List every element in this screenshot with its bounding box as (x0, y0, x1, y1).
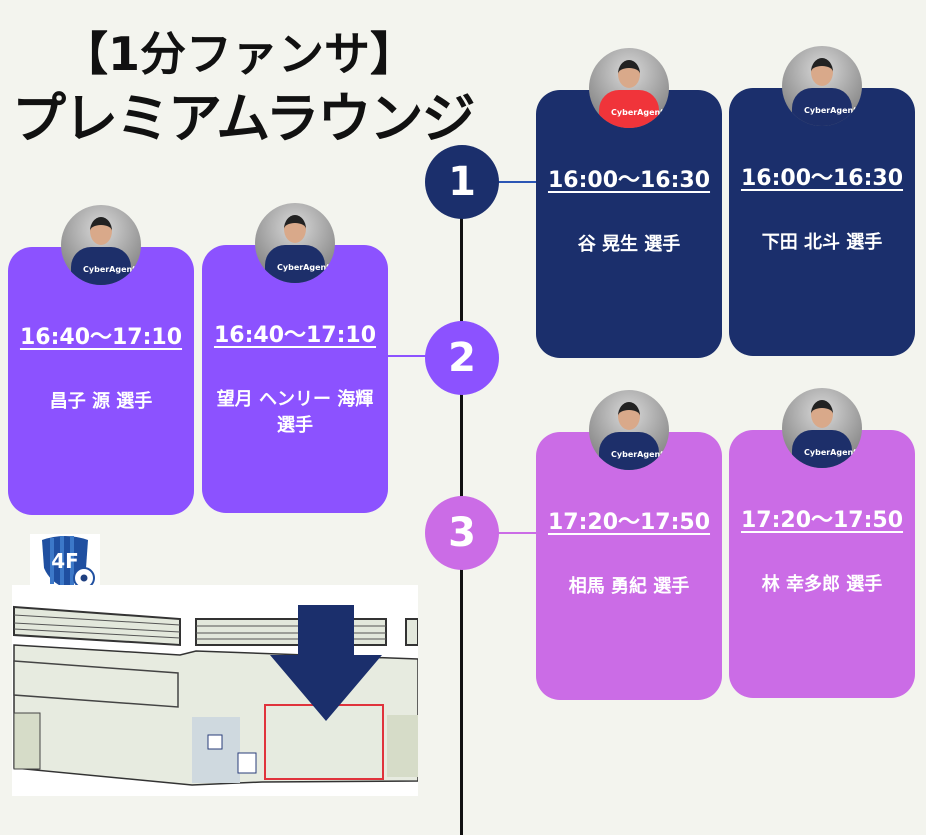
player-name: 谷 晃生 選手 (577, 234, 681, 255)
player-name: 昌子 源 選手 (49, 391, 153, 412)
player-name: 下田 北斗 選手 (761, 232, 883, 253)
slot-number-2: 2 (425, 321, 499, 395)
player-card: 17:20〜17:50 林 幸多郎 選手 (729, 430, 915, 698)
sponsor-logo: CyberAgent (804, 448, 858, 457)
player-name: 林 幸多郎 選手 (761, 574, 883, 595)
player-photo: CyberAgent (61, 205, 141, 285)
player-name: 相馬 勇紀 選手 (568, 576, 690, 597)
player-photo: CyberAgent (782, 46, 862, 126)
time-slot: 17:20〜17:50 (740, 508, 904, 533)
time-slot: 16:00〜16:30 (547, 168, 711, 193)
connector-3 (498, 532, 538, 534)
player-card: 16:40〜17:10 昌子 源 選手 (8, 247, 194, 515)
player-name: 望月 ヘンリー 海輝 選手 (216, 389, 374, 436)
sponsor-logo: CyberAgent (804, 106, 858, 115)
player-card: 16:40〜17:10 望月 ヘンリー 海輝 選手 (202, 245, 388, 513)
player-card: 17:20〜17:50 相馬 勇紀 選手 (536, 432, 722, 700)
player-card: 16:00〜16:30 谷 晃生 選手 (536, 90, 722, 358)
sponsor-logo: CyberAgent (611, 450, 665, 459)
player-photo: CyberAgent (589, 390, 669, 470)
player-photo: CyberAgent (589, 48, 669, 128)
floor-map (12, 585, 418, 796)
slot-number-1: 1 (425, 145, 499, 219)
player-photo: CyberAgent (255, 203, 335, 283)
time-slot: 16:00〜16:30 (740, 166, 904, 191)
sponsor-logo: CyberAgent (83, 265, 137, 274)
player-card: 16:00〜16:30 下田 北斗 選手 (729, 88, 915, 356)
time-slot: 17:20〜17:50 (547, 510, 711, 535)
title-line1: 【1分ファンサ】 (62, 27, 417, 81)
slot-number-3: 3 (425, 496, 499, 570)
floor-4f-logo: 4F (30, 534, 100, 592)
sponsor-logo: CyberAgent (277, 263, 331, 272)
player-photo: CyberAgent (782, 388, 862, 468)
title-line2: プレミアムラウンジ (12, 87, 476, 150)
time-slot: 16:40〜17:10 (19, 325, 183, 350)
connector-1 (498, 181, 538, 183)
time-slot: 16:40〜17:10 (213, 323, 377, 348)
svg-text:4F: 4F (51, 549, 79, 573)
sponsor-logo: CyberAgent (611, 108, 665, 117)
connector-2 (388, 355, 428, 357)
